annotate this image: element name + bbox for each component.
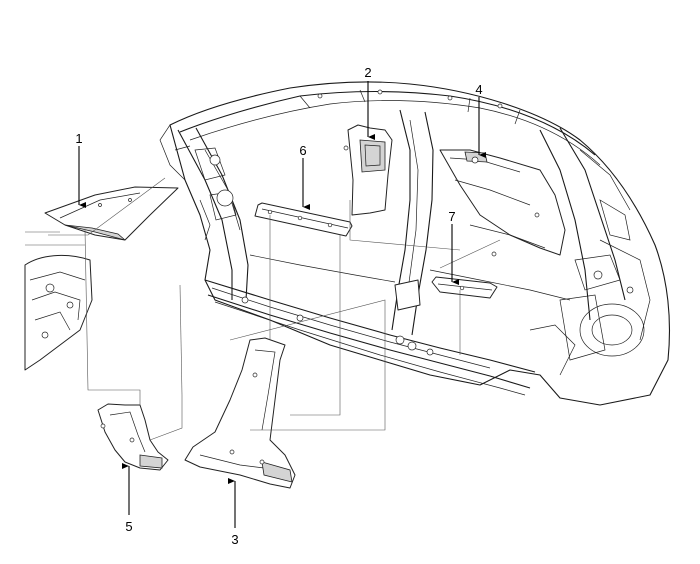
callout-leaders bbox=[78, 81, 486, 528]
callout-labels: 1 2 3 4 5 6 7 bbox=[75, 65, 482, 547]
part-5-front-pillar-lower-trim bbox=[97, 403, 169, 471]
part-3-center-pillar-lower-trim bbox=[184, 337, 296, 489]
callout-6: 6 bbox=[299, 143, 306, 158]
callout-1: 1 bbox=[75, 131, 82, 146]
callout-2: 2 bbox=[364, 65, 371, 80]
callout-7: 7 bbox=[448, 209, 455, 224]
callout-5: 5 bbox=[125, 519, 132, 534]
part-4-rear-quarter-trim bbox=[439, 149, 566, 257]
callout-3: 3 bbox=[231, 532, 238, 547]
part-6-front-scuff-plate bbox=[254, 202, 353, 237]
part-7-rear-scuff-plate bbox=[431, 276, 498, 299]
instrument-panel-fragment bbox=[24, 255, 93, 371]
part-2-center-pillar-upper-trim bbox=[343, 124, 393, 216]
alignment-guides bbox=[25, 177, 501, 441]
callout-4: 4 bbox=[475, 82, 482, 97]
vehicle-body-side bbox=[159, 81, 671, 406]
part-1-front-pillar-trim bbox=[44, 186, 179, 241]
